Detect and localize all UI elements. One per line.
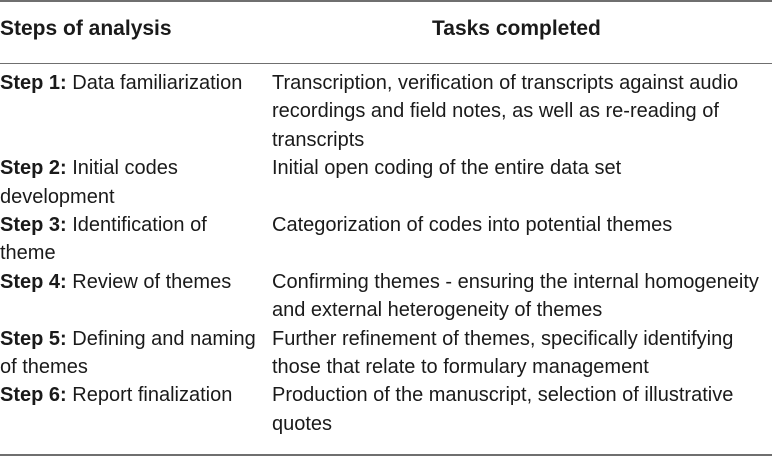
step-number: Step 4: (0, 270, 67, 293)
task-cell: Categorization of codes into potential t… (272, 214, 673, 237)
step-number: Step 2: (0, 157, 67, 180)
step-number: Step 6: (0, 384, 67, 407)
step-cell: Step 1: Data familiarization (0, 69, 262, 97)
step-name: Defining and naming of themes (0, 327, 256, 379)
task-cell: Transcription, verification of transcrip… (272, 72, 739, 151)
step-number: Step 3: (0, 214, 67, 237)
table-top-rule (0, 0, 772, 2)
table-row: Step 5: Defining and naming of themes Fu… (0, 325, 772, 382)
step-cell: Step 2: Initial codes development (0, 154, 262, 211)
table-body: Step 1: Data familiarization Transcripti… (0, 69, 772, 438)
task-cell: Further refinement of themes, specifical… (272, 327, 734, 379)
table-bottom-rule (0, 454, 772, 456)
step-name: Data familiarization (72, 72, 243, 94)
step-number: Step 5: (0, 327, 67, 350)
column-header-tasks: Tasks completed (432, 17, 601, 40)
step-name: Initial codes development (0, 157, 178, 208)
step-name: Review of themes (72, 270, 232, 293)
table-row: Step 1: Data familiarization Transcripti… (0, 69, 772, 154)
step-cell: Step 4: Review of themes (0, 268, 262, 296)
task-cell: Initial open coding of the entire data s… (272, 157, 622, 180)
step-name: Identification of theme (0, 214, 207, 265)
step-number: Step 1: (0, 72, 67, 94)
table-row: Step 6: Report finalization Production o… (0, 381, 772, 438)
step-cell: Step 5: Defining and naming of themes (0, 325, 262, 382)
step-cell: Step 3: Identification of theme (0, 211, 262, 268)
task-cell: Production of the manuscript, selection … (272, 384, 734, 435)
table-row: Step 4: Review of themes Confirming them… (0, 268, 772, 325)
column-header-steps: Steps of analysis (0, 17, 172, 40)
step-cell: Step 6: Report finalization (0, 381, 262, 409)
table-header-rule (0, 63, 772, 64)
task-cell: Confirming themes - ensuring the interna… (272, 270, 759, 322)
table-row: Step 2: Initial codes development Initia… (0, 154, 772, 211)
step-name: Report finalization (72, 384, 233, 407)
table-row: Step 3: Identification of theme Categori… (0, 211, 772, 268)
